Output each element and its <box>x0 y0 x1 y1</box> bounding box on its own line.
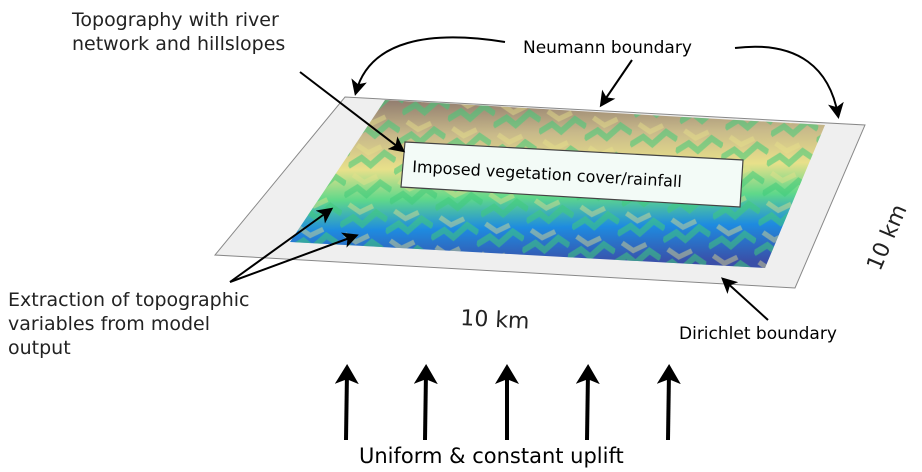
extraction-arrow-2 <box>229 232 359 283</box>
neumann-arrow-left <box>351 36 506 96</box>
neumann-boundary-label: Neumann boundary <box>523 38 692 58</box>
uplift-arrow <box>334 364 359 441</box>
width-dimension-label: 10 km <box>460 306 530 335</box>
neumann-arrow-center <box>599 59 633 108</box>
uplift-arrows <box>334 364 681 441</box>
neumann-arrow-right <box>734 45 844 119</box>
vegetation-label-box <box>400 141 744 208</box>
topography-label: Topography with river network and hillsl… <box>72 9 286 55</box>
depth-dimension-label: 10 km <box>863 201 913 274</box>
extraction-arrow-1 <box>229 207 334 283</box>
topography-arrow <box>299 71 406 153</box>
extraction-label: Extraction of topographic variables from… <box>8 289 250 359</box>
uplift-arrow <box>575 364 600 441</box>
dirichlet-boundary-label: Dirichlet boundary <box>679 324 837 344</box>
uplift-label: Uniform & constant uplift <box>359 444 624 468</box>
dirichlet-arrow <box>721 277 769 321</box>
uplift-arrow <box>656 364 681 441</box>
uplift-arrow <box>413 364 438 441</box>
